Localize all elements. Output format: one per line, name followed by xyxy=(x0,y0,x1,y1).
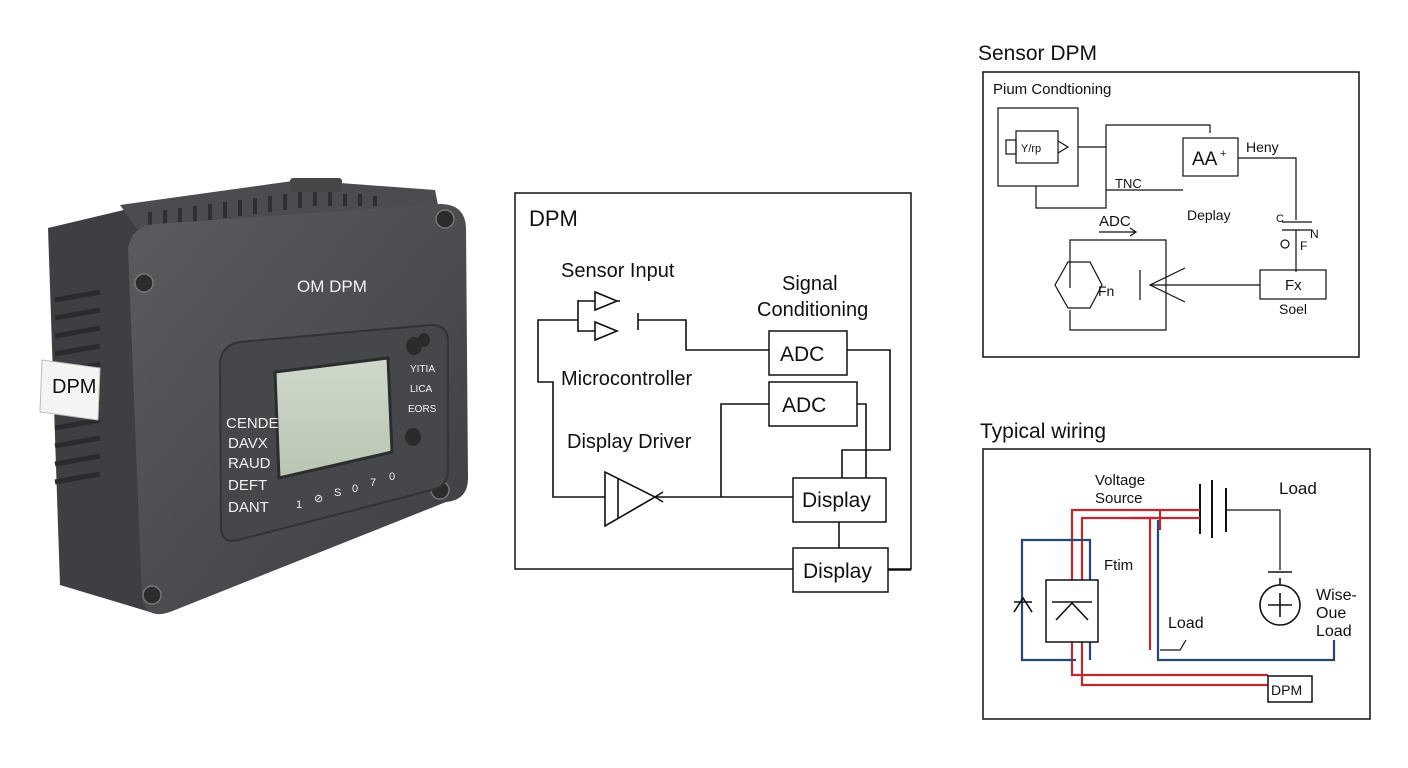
typical-wiring-panel: Typical wiring Voltage Source Load xyxy=(980,420,1371,720)
load-mid-label: Load xyxy=(1168,615,1204,632)
amp-block xyxy=(1182,137,1239,177)
microcontroller-label: Microcontroller xyxy=(561,368,692,390)
dpm-label: DPM xyxy=(1271,682,1302,698)
oue-label: Oue xyxy=(1316,605,1346,622)
display-block-2 xyxy=(792,547,889,593)
cap-c-label: C xyxy=(1276,213,1284,225)
sensor-element-icon xyxy=(1054,261,1103,309)
voltage-label: Voltage xyxy=(1095,472,1145,489)
adc-block-1 xyxy=(768,330,848,376)
display-driver-label: Display Driver xyxy=(567,431,692,453)
digit-label: ⊘ xyxy=(314,493,323,505)
digit-label: 0 xyxy=(352,483,358,495)
tnc-label: TNC xyxy=(1115,176,1142,191)
component-block xyxy=(1045,579,1099,643)
top-ribs xyxy=(148,192,377,228)
device-side xyxy=(48,205,150,612)
display-block-1 xyxy=(792,477,887,523)
dpm-device: OM DPM DPM CENDE DAVX RAUD DEFT DANT YIT… xyxy=(39,178,468,615)
adc-block-2 xyxy=(768,381,858,427)
digit-label: S xyxy=(334,487,341,499)
load-top-label: Load xyxy=(1279,479,1317,498)
digit-label: 7 xyxy=(370,477,376,489)
left-label: DAVX xyxy=(228,435,268,452)
capacitor-icon xyxy=(1282,221,1312,231)
side-label-sticker xyxy=(39,359,101,421)
device-brand: OM DPM xyxy=(297,277,367,296)
deplay-label: Deplay xyxy=(1187,207,1231,223)
right-label: YITIA xyxy=(410,364,435,375)
ftim-label: Ftim xyxy=(1104,557,1133,574)
amp-label: AA xyxy=(1192,149,1218,170)
right-label: EORS xyxy=(408,404,437,415)
digit-label: 1 xyxy=(296,499,302,511)
device-right-labels: YITIA LICA EORS xyxy=(408,364,437,415)
left-label: RAUD xyxy=(228,455,271,472)
display-label-2: Display xyxy=(803,560,872,583)
wise-load-label: Load xyxy=(1316,623,1352,640)
fx-block xyxy=(1259,269,1327,300)
dpm-block xyxy=(1267,675,1313,703)
adc-label-1: ADC xyxy=(780,343,824,366)
driver-amp-icon xyxy=(604,470,657,528)
right-label: LICA xyxy=(410,384,433,395)
side-label-text: DPM xyxy=(52,376,96,398)
wiring-panel-title: Typical wiring xyxy=(980,420,1106,443)
block-1-label: Y/rp xyxy=(1021,143,1041,155)
device-buttons xyxy=(405,333,430,446)
sensor-input-label: Sensor Input xyxy=(561,260,675,282)
fn-label: Fn xyxy=(1098,283,1114,299)
diode-symbol-icon xyxy=(1013,596,1033,613)
wise-label: Wise- xyxy=(1316,587,1357,604)
device-left-labels: CENDE DAVX RAUD DEFT DANT xyxy=(226,415,279,516)
block-diagram-title: DPM xyxy=(529,206,578,231)
block-diagram: DPM Sensor Input Signal Conditioning Mic… xyxy=(514,192,912,593)
conditioning-label: Conditioning xyxy=(757,299,868,321)
display-label-1: Display xyxy=(802,489,871,512)
load-symbol-icon xyxy=(1259,578,1301,626)
signal-label: Signal xyxy=(782,273,838,295)
sensor-section-label: Pium Condtioning xyxy=(993,81,1111,98)
sensor-panel-title: Sensor DPM xyxy=(978,42,1097,65)
heny-label: Heny xyxy=(1246,139,1279,155)
device-digit-labels: 1 ⊘ S 0 7 0 xyxy=(296,471,395,511)
digit-label: 0 xyxy=(389,471,395,483)
source-label: Source xyxy=(1095,490,1143,507)
lcd-screen xyxy=(273,356,394,480)
soel-label: Soel xyxy=(1279,301,1307,317)
left-label: DANT xyxy=(228,499,269,516)
sensor-dpm-panel: Sensor DPM Pium Condtioning Y/rp AA + He… xyxy=(978,42,1360,358)
amp-sup: + xyxy=(1220,148,1226,160)
fx-label: Fx xyxy=(1285,277,1302,294)
adc-label-2: ADC xyxy=(782,394,826,417)
left-label: DEFT xyxy=(228,477,267,494)
component-symbol-icon xyxy=(1052,601,1092,621)
cap-n-label: N xyxy=(1310,227,1319,241)
cap-f-label: F xyxy=(1300,239,1307,253)
adc-label: ADC xyxy=(1099,213,1131,230)
left-label: CENDE xyxy=(226,415,279,432)
